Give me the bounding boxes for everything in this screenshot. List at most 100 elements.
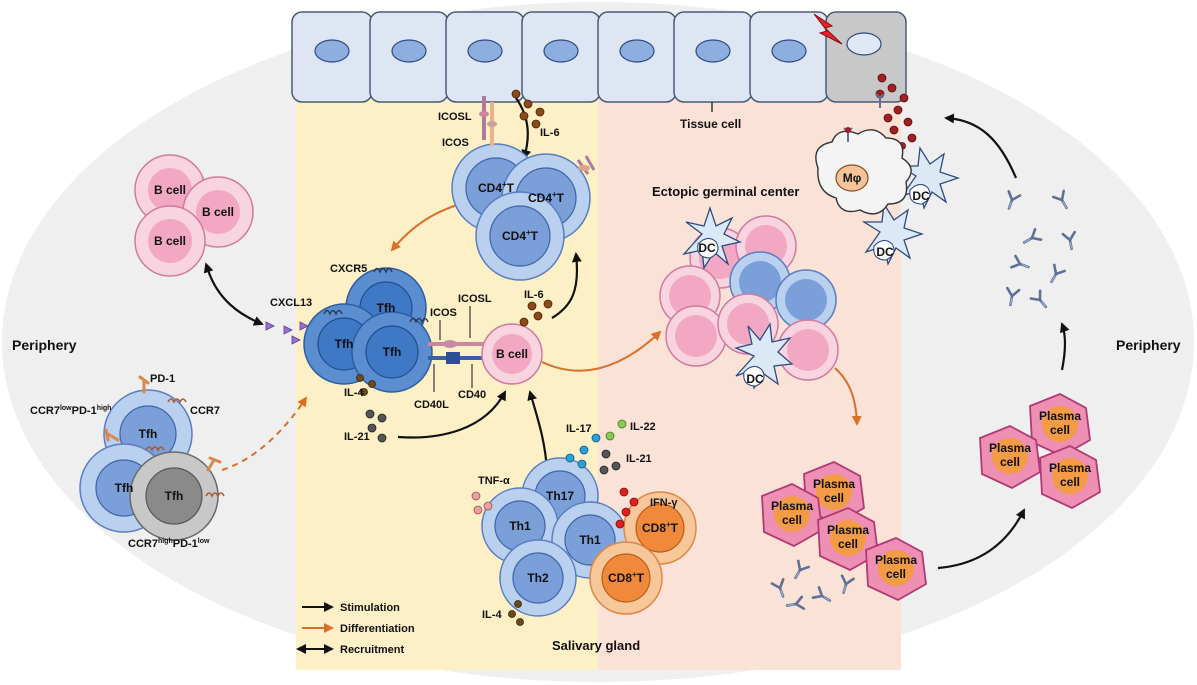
b-cell-label: B cell	[496, 347, 528, 361]
cd4-t-label: CD4+T	[528, 190, 565, 205]
cd8-t-label: CD8+T	[642, 520, 679, 535]
dendritic-cell: DC	[861, 202, 925, 266]
il4-particles	[356, 374, 376, 396]
th1-label: Th1	[579, 533, 601, 547]
icosl-top-label: ICOSL	[438, 111, 472, 123]
dc-label: DC	[746, 372, 764, 386]
periphery-tfh-cluster: Tfh Tfh Tfh	[79, 389, 219, 541]
periphery-right-label: Periphery	[1116, 337, 1181, 353]
stimulation-arrow	[937, 508, 1025, 570]
legend-recruitment-label: Recruitment	[340, 644, 405, 656]
icos-top-label: ICOS	[442, 137, 469, 149]
tfh-label: Tfh	[115, 481, 134, 495]
tissue-cell-label: Tissue cell	[680, 117, 741, 131]
il21-particles	[365, 409, 387, 443]
lightning-icon	[813, 13, 843, 45]
tissue-cell	[291, 11, 373, 103]
cd4-t-label: CD4+T	[502, 228, 539, 243]
th-cell-cluster: Th17 Th1 Th1 Th2	[481, 457, 629, 617]
il6-particles	[511, 89, 545, 129]
tissue-cell	[597, 11, 677, 103]
cd8-t-label: CD8+T	[608, 570, 645, 585]
mphi-label: Mφ	[843, 171, 862, 185]
cd8-t-cells: CD8+T CD8+T	[589, 491, 697, 615]
pd1-receptor-icon	[104, 375, 222, 472]
stimulation-arrow	[397, 390, 506, 439]
tissue-cell	[521, 11, 601, 103]
ccr7-receptor-icon	[145, 398, 225, 498]
tissue-cell	[369, 11, 449, 103]
stimulation-arrow	[551, 252, 582, 319]
stimulation-arrow	[1060, 322, 1070, 371]
icos-mid-label: ICOS	[430, 307, 457, 319]
icos-cd40-synapse-icon	[428, 306, 484, 392]
dendritic-cell: DC	[682, 205, 742, 270]
differentiation-arrow	[541, 330, 662, 372]
cd40l-label: CD40L	[414, 399, 449, 411]
th2-label: Th2	[527, 571, 549, 585]
icos-icosl-receptor-icon	[479, 96, 596, 175]
ectopic-gc-label: Ectopic germinal center	[652, 184, 799, 199]
il21-th-label: IL-21	[626, 453, 652, 465]
cd4-t-cell-cluster: CD4+T CD4+T CD4+T	[451, 143, 591, 281]
phenotype-lower: CCR7highPD-1low	[128, 538, 210, 550]
icosl-mid-label: ICOSL	[458, 293, 492, 305]
il17-label: IL-17	[566, 423, 592, 435]
tfh-label: Tfh	[139, 427, 158, 441]
tfh-label: Tfh	[383, 345, 402, 359]
tfh-label: Tfh	[377, 301, 396, 315]
th17-label: Th17	[546, 489, 574, 503]
stimulation-arrow	[515, 97, 532, 160]
legend-stimulation-label: Stimulation	[340, 602, 400, 614]
tissue-cell-row	[291, 11, 907, 103]
salivary-gland-label: Salivary gland	[552, 638, 640, 653]
differentiation-arrow-dashed	[221, 396, 308, 471]
dc-label: DC	[876, 245, 894, 259]
il4-mid-label: IL-4	[344, 387, 364, 399]
il6-mid-label: IL-6	[524, 289, 544, 301]
ccr7-label: CCR7	[190, 405, 220, 417]
cd40-label: CD40	[458, 389, 486, 401]
stimulation-arrow	[944, 113, 1018, 179]
il4-bottom-label: IL-4	[482, 609, 502, 621]
tnfa-particles	[471, 491, 493, 515]
legend: Stimulation Differentiation Recruitment	[296, 602, 415, 656]
phenotype-upper: CCR7lowPD-1high	[30, 405, 111, 417]
il4-bottom-particles	[508, 600, 524, 626]
cxcr5-label: CXCR5	[330, 263, 367, 275]
tfh-label: Tfh	[335, 337, 354, 351]
ifng-particles	[615, 487, 639, 529]
dc-label: DC	[698, 241, 716, 255]
macrophage: Mφ	[815, 93, 912, 215]
periphery-left-label: Periphery	[12, 337, 77, 353]
il17-particles	[565, 433, 601, 469]
tissue-cell	[673, 11, 753, 103]
il21-th-particles	[599, 449, 621, 475]
ifng-label: IFN-γ	[650, 497, 678, 509]
central-b-cell: B cell	[481, 323, 543, 385]
cxcr5-receptor-icon	[323, 267, 429, 324]
dendritic-cell: DC	[734, 322, 794, 390]
il6-top-label: IL-6	[540, 127, 560, 139]
il21-mid-label: IL-21	[344, 431, 370, 443]
il6-mid-particles	[519, 299, 553, 327]
b-cell-label: B cell	[154, 183, 186, 197]
th1-label: Th1	[509, 519, 531, 533]
recruitment-arrow	[203, 262, 264, 326]
pd1-label: PD-1	[150, 373, 175, 385]
dc-label: DC	[912, 189, 930, 203]
il22-particles	[605, 419, 627, 441]
b-cell-label: B cell	[154, 234, 186, 248]
legend-differentiation-label: Differentiation	[340, 623, 415, 635]
tissue-cell	[445, 11, 525, 103]
